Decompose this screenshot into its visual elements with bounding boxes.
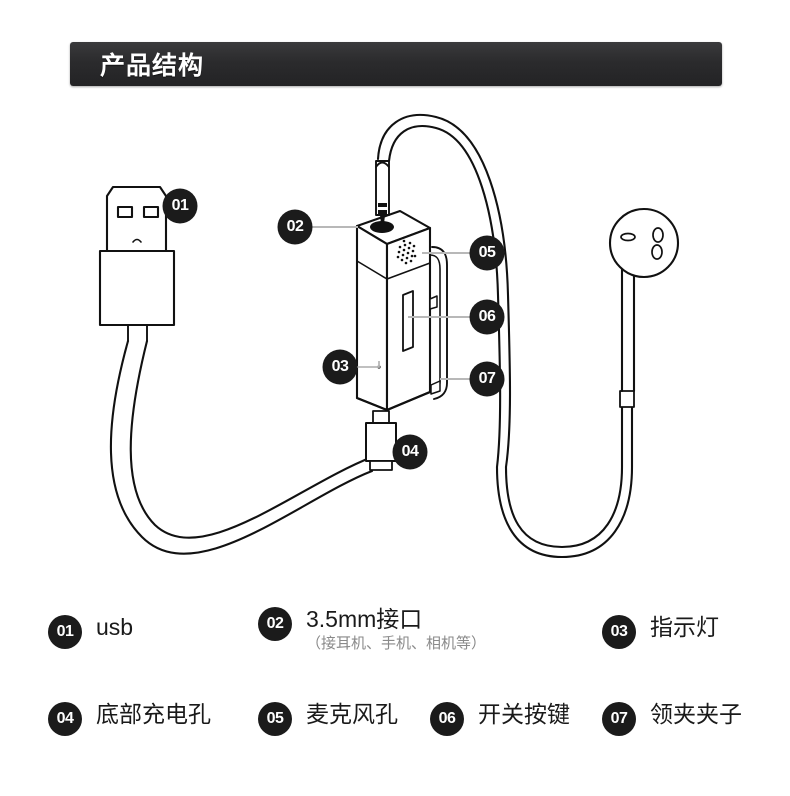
legend-label-06: 开关按键 — [478, 701, 570, 727]
earphone-bud — [608, 207, 680, 393]
legend-badge-03: 03 — [602, 615, 636, 649]
legend-sublabel-02: （接耳机、手机、相机等） — [306, 635, 487, 652]
legend-item-04: 04 底部充电孔 — [48, 700, 211, 736]
callout-02: 02 — [278, 210, 312, 244]
legend-badge-01: 01 — [48, 615, 82, 649]
legend-item-01: 01 usb — [48, 613, 133, 649]
legend-label-07: 领夹夹子 — [650, 701, 742, 727]
callout-07: 07 — [470, 362, 504, 396]
legend-badge-05: 05 — [258, 702, 292, 736]
legend-item-05: 05 麦克风孔 — [258, 700, 398, 736]
legend-item-03: 03 指示灯 — [602, 613, 719, 649]
power-button — [402, 290, 414, 352]
charging-port — [365, 410, 397, 471]
page-title: 产品结构 — [100, 52, 205, 80]
legend-badge-04: 04 — [48, 702, 82, 736]
legend-badge-02: 02 — [258, 607, 292, 641]
callout-04: 04 — [393, 435, 427, 469]
legend-item-02: 02 3.5mm接口 （接耳机、手机、相机等） — [258, 605, 486, 654]
legend-row-2: 04 底部充电孔 05 麦克风孔 06 开关按键 07 — [0, 692, 790, 756]
legend-item-06: 06 开关按键 — [430, 700, 570, 736]
microphone-hole — [396, 239, 417, 265]
callout-06: 06 — [470, 300, 504, 334]
callout-01: 01 — [163, 189, 197, 223]
legend-label-03: 指示灯 — [650, 614, 719, 640]
legend-badge-07: 07 — [602, 702, 636, 736]
audio-cable — [376, 113, 635, 559]
audio-jack — [375, 160, 390, 224]
usb-cable — [109, 339, 374, 555]
legend-item-07: 07 领夹夹子 — [602, 700, 742, 736]
callout-03: 03 — [323, 350, 357, 384]
legend-label-04: 底部充电孔 — [96, 701, 211, 727]
callout-05: 05 — [470, 236, 504, 270]
legend-label-05: 麦克风孔 — [306, 701, 398, 727]
legend: 01 usb 02 3.5mm接口 （接耳机、手机、相机等） 03 指示灯 — [0, 600, 790, 780]
usb-a-connector — [98, 185, 176, 342]
control-box — [355, 209, 432, 412]
lapel-clip — [429, 246, 448, 400]
legend-badge-06: 06 — [430, 702, 464, 736]
section-banner: 产品结构 — [70, 42, 722, 86]
legend-label-02: 3.5mm接口 — [306, 606, 423, 632]
legend-row-1: 01 usb 02 3.5mm接口 （接耳机、手机、相机等） 03 指示灯 — [0, 605, 790, 669]
legend-label-01: usb — [96, 614, 134, 640]
product-diagram: 01 02 03 04 05 06 07 — [0, 95, 790, 595]
